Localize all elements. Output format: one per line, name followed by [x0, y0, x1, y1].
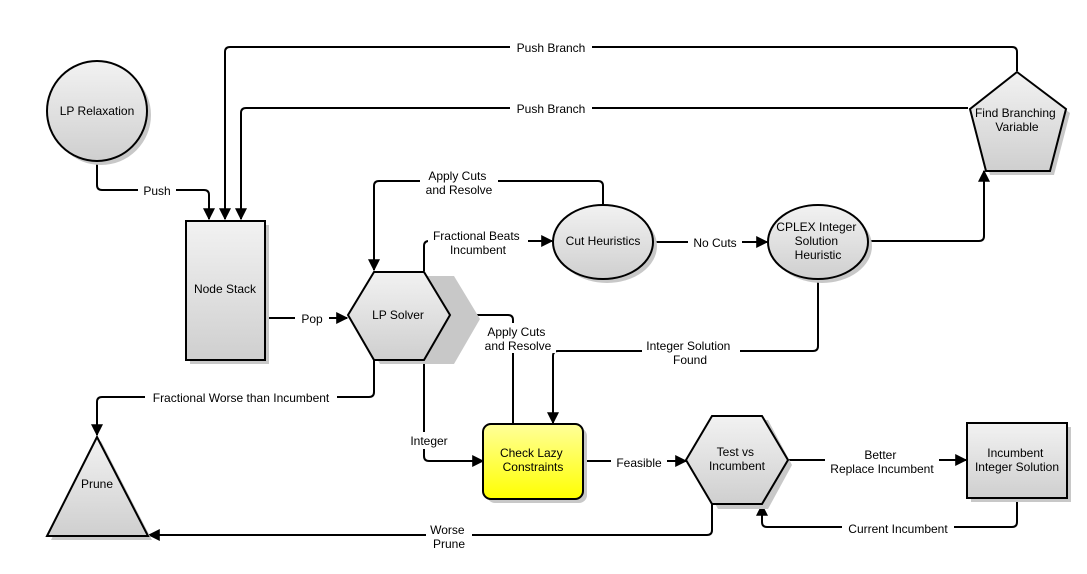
prune-label: Prune	[81, 477, 113, 491]
edge-push-branch-outer	[219, 46, 1018, 221]
lp-solver-label: LP Solver	[372, 308, 424, 322]
label-apply-cuts-top-line-1: Apply Cuts	[428, 169, 486, 183]
edge-label-pads	[138, 39, 954, 552]
label-push-branch-inner: Push Branch	[517, 102, 586, 116]
find-branching-line-1: Find Branching	[975, 106, 1056, 120]
test-incumbent-line-1: Test vs	[717, 445, 754, 459]
cut-heuristics-shape	[552, 204, 654, 280]
node-find-branching: Find Branching Variable	[968, 70, 1068, 172]
check-lazy-line-2: Constraints	[503, 460, 564, 474]
edge-apply-cuts-bottom	[448, 309, 514, 424]
label-feasible: Feasible	[616, 456, 662, 470]
node-node-stack: Node Stack	[185, 220, 266, 361]
prune-shape	[45, 434, 150, 537]
label-integer-found-line-1: Integer Solution	[646, 339, 730, 353]
incumbent-solution-label: Incumbent Integer Solution	[975, 446, 1059, 474]
node-test-incumbent: Test vs Incumbent	[684, 415, 790, 505]
node-lp-solver: LP Solver	[346, 271, 452, 361]
label-integer-found-line-2: Found	[673, 353, 707, 367]
label-no-cuts: No Cuts	[693, 236, 736, 250]
label-worse-line-2: Prune	[433, 537, 465, 551]
test-incumbent-shape	[684, 415, 790, 505]
cplex-heuristic-label: CPLEX Integer Solution Heuristic	[776, 220, 859, 262]
node-prune: Prune	[45, 434, 150, 537]
label-push-branch-outer: Push Branch	[517, 41, 586, 55]
cplex-heuristic-line-2: Solution	[795, 234, 838, 248]
cplex-heuristic-shape	[767, 204, 869, 280]
label-apply-cuts-bottom: Apply Cuts and Resolve	[485, 325, 552, 353]
label-better-line-2: Replace Incumbent	[830, 462, 934, 476]
lp-relaxation-shape	[46, 60, 148, 162]
incumbent-solution-line-2: Integer Solution	[975, 460, 1059, 474]
label-integer-found: Integer Solution Found	[646, 339, 733, 367]
node-check-lazy: Check Lazy Constraints	[482, 423, 584, 500]
label-current-incumbent: Current Incumbent	[848, 522, 948, 536]
label-pop: Pop	[301, 312, 323, 326]
check-lazy-shape	[482, 423, 584, 500]
label-fractional-beats: Fractional Beats Incumbent	[433, 229, 523, 257]
node-stack-label: Node Stack	[194, 282, 257, 296]
label-push: Push	[143, 184, 170, 198]
incumbent-solution-line-1: Incumbent	[987, 446, 1044, 460]
lp-solver-shape	[346, 271, 452, 361]
check-lazy-line-1: Check Lazy	[500, 446, 563, 460]
edge-integer	[423, 359, 485, 467]
label-apply-cuts-bottom-line-1: Apply Cuts	[487, 325, 545, 339]
node-incumbent-solution: Incumbent Integer Solution	[966, 422, 1068, 499]
node-lp-relaxation: LP Relaxation	[46, 60, 148, 162]
label-worse: Worse Prune	[430, 523, 468, 551]
incumbent-solution-shape	[966, 422, 1068, 499]
edge-push-branch-inner	[235, 107, 968, 221]
label-integer: Integer	[410, 434, 447, 448]
find-branching-line-2: Variable	[995, 120, 1038, 134]
edge-worse	[147, 504, 713, 541]
find-branching-label: Find Branching Variable	[975, 106, 1059, 134]
find-branching-shape	[968, 70, 1068, 172]
node-cplex-heuristic: CPLEX Integer Solution Heuristic	[767, 204, 869, 280]
label-better: Better Replace Incumbent	[830, 448, 934, 476]
label-apply-cuts-bottom-line-2: and Resolve	[485, 339, 552, 353]
cplex-heuristic-line-3: Heuristic	[795, 248, 842, 262]
lp-relaxation-label: LP Relaxation	[60, 104, 135, 118]
test-incumbent-line-2: Incumbent	[709, 459, 766, 473]
label-fractional-beats-line-1: Fractional Beats	[433, 229, 520, 243]
cplex-heuristic-line-1: CPLEX Integer	[776, 220, 856, 234]
label-better-line-1: Better	[864, 448, 896, 462]
cut-heuristics-label: Cut Heuristics	[566, 234, 641, 248]
label-fractional-worse: Fractional Worse than Incumbent	[153, 391, 330, 405]
edge-labels: Push Branch Push Branch Push Pop Apply C…	[143, 41, 948, 551]
label-apply-cuts-top-line-2: and Resolve	[426, 183, 493, 197]
node-stack-shape	[185, 220, 266, 361]
test-incumbent-label: Test vs Incumbent	[709, 445, 766, 473]
edge-heuristic-to-branching	[869, 169, 990, 242]
label-apply-cuts-top: Apply Cuts and Resolve	[426, 169, 493, 197]
node-cut-heuristics: Cut Heuristics	[552, 204, 654, 280]
label-fractional-beats-line-2: Incumbent	[450, 243, 507, 257]
label-worse-line-1: Worse	[430, 523, 465, 537]
check-lazy-label: Check Lazy Constraints	[500, 446, 566, 474]
